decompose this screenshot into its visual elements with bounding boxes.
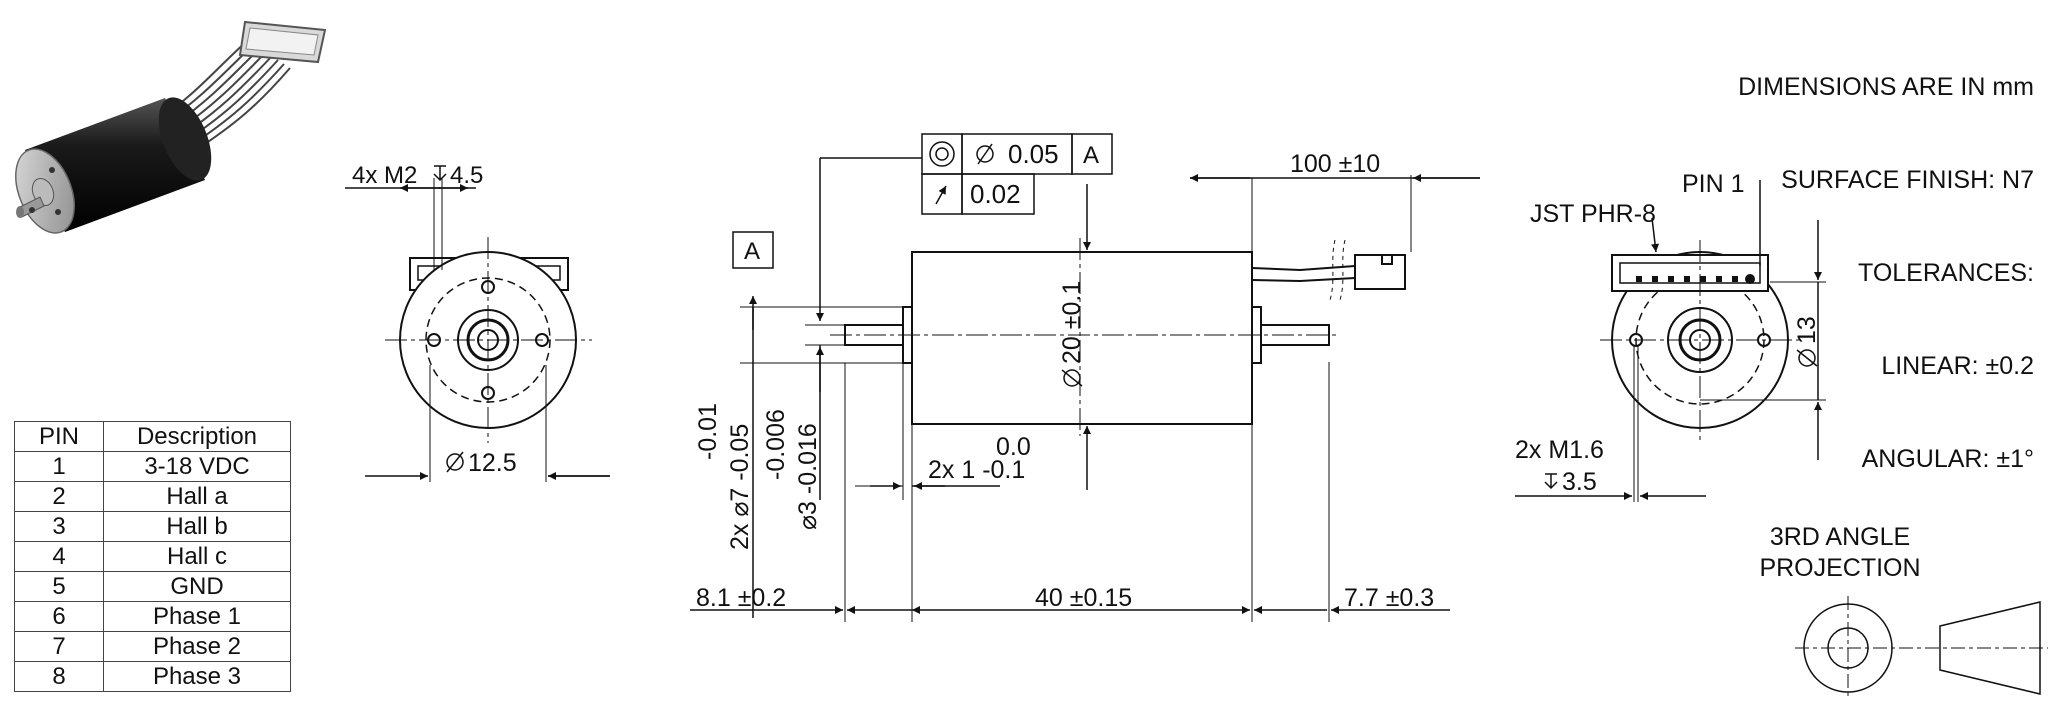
front-diameter-label: 12.5	[468, 449, 517, 477]
shaft-diameter-dim: -0.01 2x ⌀7 -0.05	[694, 403, 754, 550]
pin-description: Phase 2	[103, 631, 291, 662]
pin-description: GND	[103, 571, 291, 602]
pin-description: Hall b	[103, 511, 291, 542]
body-length-dim: 40 ±0.15	[1035, 584, 1132, 612]
pin-number: 5	[14, 571, 104, 602]
pin-number: 8	[14, 661, 104, 692]
fcf-concentricity-value: 0.05	[1008, 139, 1059, 169]
bore-diameter-text: ⌀3 -0.016	[794, 423, 822, 530]
description-header: Description	[103, 421, 291, 452]
pin-description: Hall c	[103, 541, 291, 572]
rear-connector-label: JST PHR-8	[1530, 200, 1656, 228]
rear-holes-depth: 3.5	[1562, 468, 1597, 496]
note-surface-finish: SURFACE FINISH: N7	[1781, 166, 2034, 194]
note-angular-tol: ANGULAR: ±1°	[1861, 445, 2034, 473]
note-linear-tol: LINEAR: ±0.2	[1881, 352, 2034, 380]
projection-title: 3RD ANGLE PROJECTION	[1730, 522, 1950, 584]
projection-symbol	[1795, 596, 2048, 700]
pin-description: Phase 3	[103, 661, 291, 692]
projection-line1: 3RD ANGLE	[1769, 523, 1911, 551]
rear-view	[1515, 180, 1826, 502]
pin-number: 1	[14, 451, 104, 482]
pin-description: Phase 1	[103, 601, 291, 632]
fcf-runout-value: 0.02	[970, 179, 1021, 209]
pin-number: 3	[14, 511, 104, 542]
left-extension-dim: 8.1 ±0.2	[696, 584, 786, 612]
right-extension-dim: 7.7 ±0.3	[1344, 584, 1434, 612]
note-tolerances: TOLERANCES:	[1858, 259, 2034, 287]
general-notes: DIMENSIONS ARE IN mm SURFACE FINISH: N7 …	[1738, 10, 2034, 506]
pin-table-header: PIN Description	[14, 421, 291, 452]
shaft-tol-upper: -0.01	[694, 403, 722, 460]
pin-description: Hall a	[103, 481, 291, 512]
front-holes-callout: 4x M2	[352, 162, 417, 189]
pin-header: PIN	[14, 421, 104, 452]
pin-description: 3-18 VDC	[103, 451, 291, 482]
body-diameter-dim: 20 ±0.1	[1058, 281, 1086, 387]
rear-diameter-dim: 13	[1793, 316, 1821, 367]
shoulder-dim: 2x 1 -0.1	[928, 456, 1025, 484]
lead-length-dim: 100 ±10	[1290, 150, 1380, 178]
pin-number: 4	[14, 541, 104, 572]
rear-pin1-label: PIN 1	[1682, 170, 1745, 198]
motor-3d-render	[15, 20, 327, 234]
datum-zero-label: 0.0	[996, 433, 1031, 461]
rear-diameter-text: 13	[1793, 316, 1821, 344]
front-holes-depth: 4.5	[450, 162, 483, 189]
projection-line2: PROJECTION	[1759, 554, 1921, 582]
pin-number: 2	[14, 481, 104, 512]
side-view	[690, 133, 1480, 622]
fcf-datum-ref: A	[1083, 142, 1099, 169]
datum-a-label: A	[744, 238, 760, 265]
front-view	[345, 165, 610, 482]
body-diameter-text: 20 ±0.1	[1058, 281, 1086, 364]
bore-diameter-dim: -0.006 ⌀3 -0.016	[762, 409, 822, 530]
pin-number: 7	[14, 631, 104, 662]
shaft-diameter-text: 2x ⌀7 -0.05	[726, 424, 754, 550]
pin-number: 6	[14, 601, 104, 632]
rear-holes-callout: 2x M1.6	[1515, 436, 1604, 464]
bore-tol-upper: -0.006	[762, 409, 790, 480]
note-dimensions-unit: DIMENSIONS ARE IN mm	[1738, 73, 2034, 101]
